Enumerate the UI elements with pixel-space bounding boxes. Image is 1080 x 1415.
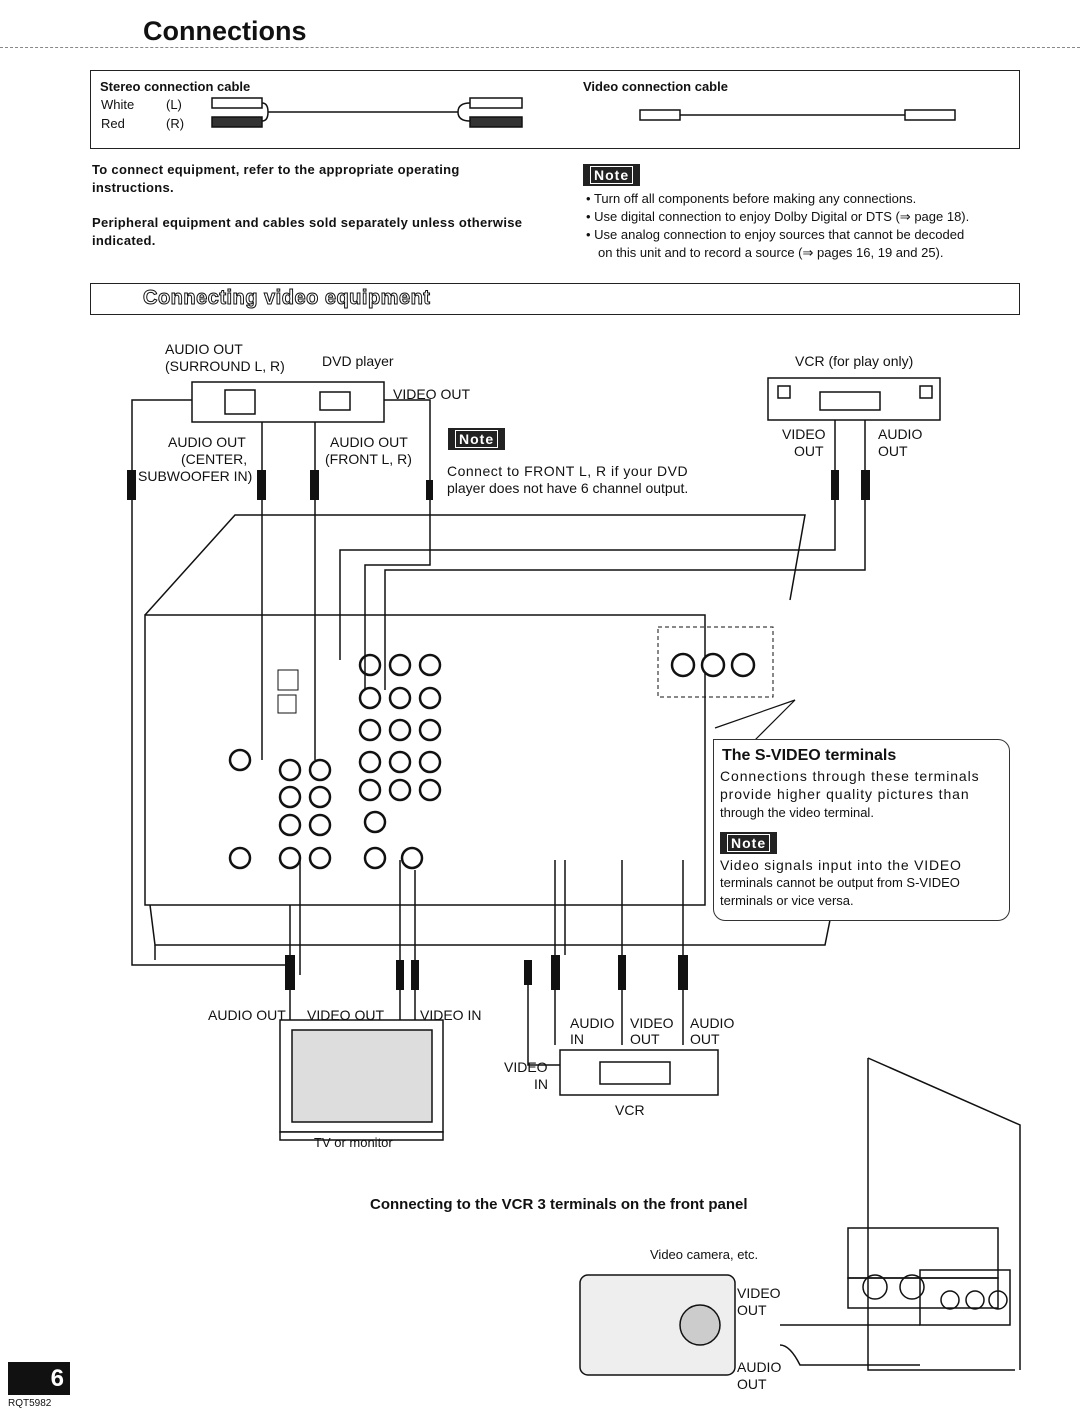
vcr-audio-label: AUDIO [878, 426, 923, 442]
red-channel: (R) [166, 116, 185, 131]
vcr2-video-in-1: VIDEO [504, 1059, 548, 1075]
red-label: Red [101, 116, 125, 131]
instruction-line2: Peripheral equipment and cables sold sep… [92, 215, 523, 230]
camera-audio-out-1: AUDIO [737, 1359, 782, 1375]
svideo-note-2: terminals cannot be output from S-VIDEO [720, 875, 960, 890]
dvd-note-line2: player does not have 6 channel output. [447, 480, 689, 496]
svideo-title: The S-VIDEO terminals [722, 747, 897, 764]
vcr2-audio-in-2: IN [570, 1031, 584, 1047]
svideo-info-box [713, 739, 1010, 921]
section-title: Connecting video equipment [142, 287, 431, 310]
dvd-audio-out-surround-2: (SURROUND L, R) [165, 358, 285, 374]
svideo-text-1: Connections through these terminals [720, 768, 980, 784]
vcr-video-label: VIDEO [782, 426, 826, 442]
camera-video-out-2: OUT [737, 1302, 767, 1318]
vcr2-audio-out-2: OUT [690, 1031, 720, 1047]
dvd-video-out: VIDEO OUT [393, 386, 471, 402]
white-channel: (L) [166, 97, 182, 112]
svideo-text-3: through the video terminal. [720, 805, 874, 820]
doc-code: RQT5982 [8, 1398, 52, 1409]
dvd-audio-center-3: SUBWOOFER IN) [138, 468, 253, 484]
vcr2-video-in-2: IN [534, 1076, 548, 1092]
dvd-audio-out-surround-1: AUDIO OUT [165, 341, 243, 357]
instruction-line1: To connect equipment, refer to the appro… [92, 162, 460, 177]
front-panel-title: Connecting to the VCR 3 terminals on the… [370, 1196, 748, 1213]
dvd-audio-center-2: (CENTER, [181, 451, 248, 467]
note-bullet-3b: on this unit and to record a source (⇒ p… [598, 245, 944, 260]
vcr-out-label: OUT [794, 443, 824, 459]
dvd-player-label: DVD player [322, 353, 394, 369]
tv-video-in: VIDEO IN [420, 1007, 482, 1023]
note-bullet-1: • Turn off all components before making … [586, 191, 917, 206]
dvd-audio-front-1: AUDIO OUT [330, 434, 408, 450]
vcr2-video-out-2: OUT [630, 1031, 660, 1047]
camera-video-out-1: VIDEO [737, 1285, 781, 1301]
dvd-note-line1: Connect to FRONT L, R if your DVD [447, 463, 689, 479]
dvd-audio-front-2: (FRONT L, R) [325, 451, 412, 467]
note-bullet-3: • Use analog connection to enjoy sources… [586, 227, 965, 242]
dvd-note-badge: Note [448, 428, 506, 450]
camera-audio-out-2: OUT [737, 1376, 767, 1392]
tv-video-out: VIDEO OUT [307, 1007, 385, 1023]
dvd-audio-center-1: AUDIO OUT [168, 434, 246, 450]
svideo-note-badge: Note [720, 832, 778, 854]
vcr2-audio-out-1: AUDIO [690, 1015, 735, 1031]
svideo-note-3: terminals or vice versa. [720, 893, 854, 908]
stereo-cable-label: Stereo connection cable [100, 79, 251, 94]
vcr-play-label: VCR (for play only) [795, 353, 914, 369]
section-banner: Connecting video equipment [90, 283, 1020, 315]
svideo-text-2: provide higher quality pictures than [720, 786, 970, 802]
vcr2-label: VCR [615, 1102, 645, 1118]
note-bullet-2: • Use digital connection to enjoy Dolby … [586, 209, 970, 224]
vcr2-video-out-1: VIDEO [630, 1015, 674, 1031]
tv-or-monitor-label: TV or monitor [314, 1135, 393, 1150]
instruction-line2b: indicated. [92, 233, 156, 248]
vcr2-audio-in-1: AUDIO [570, 1015, 615, 1031]
video-camera-label: Video camera, etc. [650, 1247, 759, 1262]
page-title: Connections [143, 16, 307, 46]
note-badge: Note [583, 164, 641, 186]
svideo-note-1: Video signals input into the VIDEO [720, 857, 962, 873]
white-label: White [101, 97, 135, 112]
title-divider [0, 47, 1080, 48]
video-cable-label: Video connection cable [583, 79, 728, 94]
vcr-audio-out-label: OUT [878, 443, 908, 459]
page-number: 6 [8, 1362, 70, 1395]
tv-audio-out: AUDIO OUT [208, 1007, 286, 1023]
instruction-line1b: instructions. [92, 180, 174, 195]
cable-legend-box [90, 70, 1020, 149]
